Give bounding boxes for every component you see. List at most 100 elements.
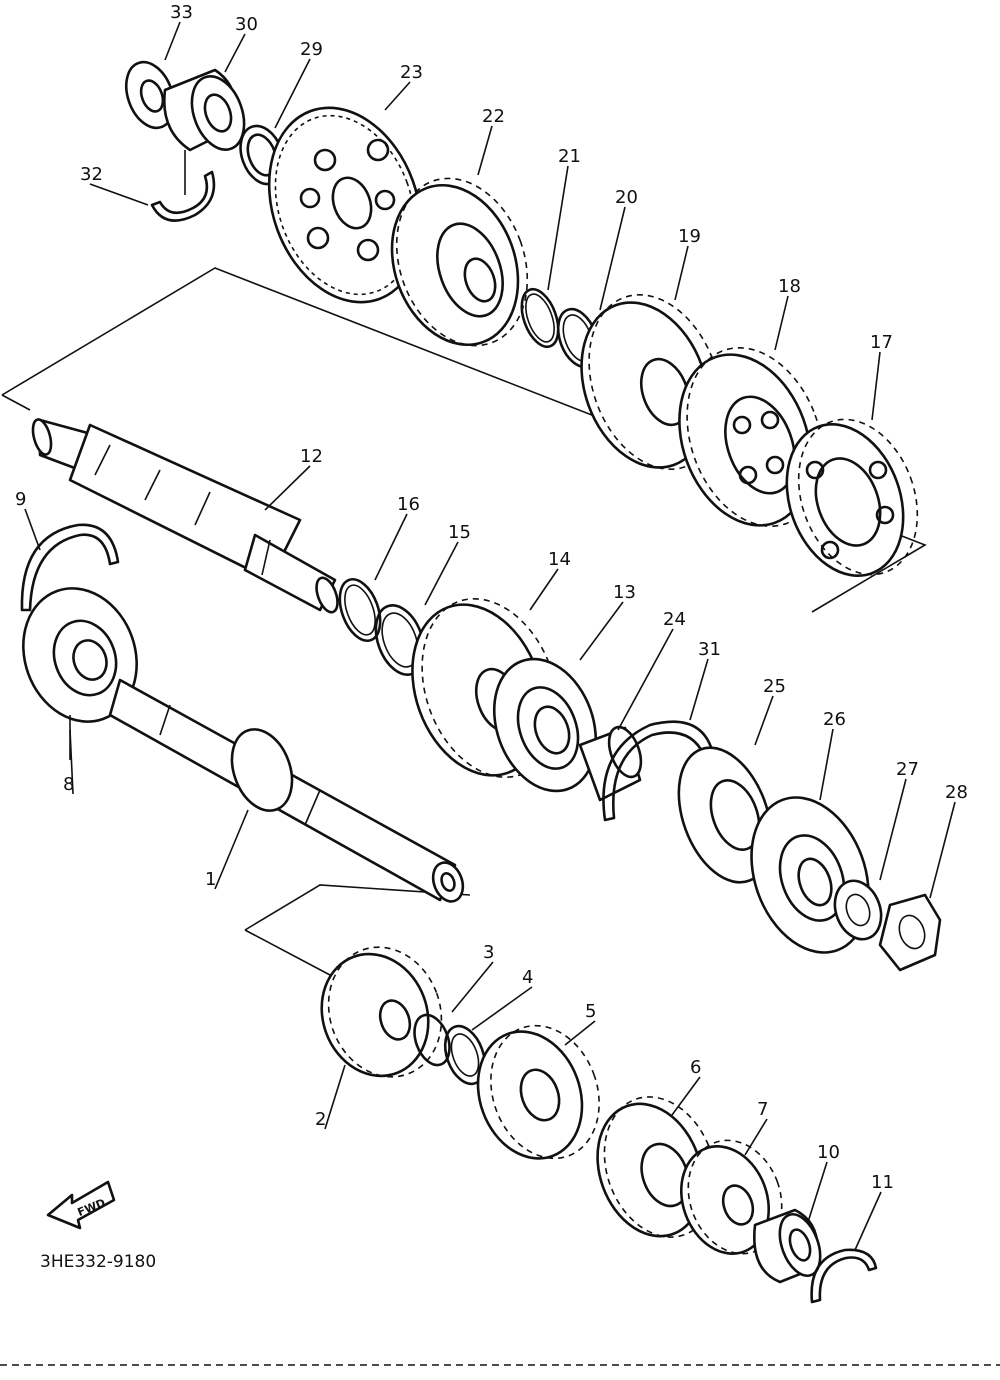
part-label-22: 22: [477, 106, 505, 176]
part-number: 8: [63, 774, 74, 795]
part-16-circlip: [338, 578, 382, 642]
part-number: 20: [615, 187, 638, 208]
part-30-bearing: [163, 68, 246, 152]
part-number: 5: [585, 1001, 596, 1022]
part-10-bearing: [753, 1208, 822, 1284]
part-number: 1: [205, 869, 216, 890]
small-gear-frame: [244, 884, 471, 976]
part-number: 11: [871, 1172, 894, 1193]
part-label-1: 1: [205, 809, 249, 890]
part-label-15: 15: [424, 522, 471, 606]
part-label-14: 14: [529, 549, 571, 611]
part-22-gear: [390, 177, 529, 347]
leader-line: [929, 801, 956, 899]
part-label-4: 4: [471, 967, 533, 1031]
part-label-27: 27: [879, 759, 919, 881]
part-number: 33: [170, 2, 193, 23]
leader-line: [579, 601, 624, 661]
part-number: 30: [235, 14, 258, 35]
part-number: 25: [763, 676, 786, 697]
leader-line: [224, 33, 246, 73]
part-number: 10: [817, 1142, 840, 1163]
part-number: 9: [15, 489, 26, 510]
part-label-29: 29: [274, 39, 323, 129]
part-number: 22: [482, 106, 505, 127]
leader-line: [274, 58, 311, 129]
part-number: 28: [945, 782, 968, 803]
part-11-half-ring: [810, 1248, 878, 1304]
leader-line: [564, 1020, 596, 1046]
leader-line: [617, 628, 674, 731]
leader-line: [264, 465, 311, 511]
leader-line: [24, 508, 41, 551]
part-label-16: 16: [374, 494, 420, 581]
part-number: 7: [757, 1099, 768, 1120]
part-number: 6: [690, 1057, 701, 1078]
part-number: 3: [483, 942, 494, 963]
part-number: 13: [613, 582, 636, 603]
part-25-seal: [677, 746, 773, 884]
part-23-gear: [267, 106, 423, 304]
leader-line: [374, 513, 408, 581]
part-label-10: 10: [807, 1142, 840, 1223]
part-label-11: 11: [854, 1172, 894, 1251]
drawing-code: 3HE332-9180: [40, 1252, 156, 1272]
part-label-7: 7: [744, 1099, 768, 1156]
part-1-countershaft: [108, 678, 465, 903]
leader-line: [674, 245, 689, 301]
part-label-19: 19: [674, 226, 701, 301]
part-label-28: 28: [929, 782, 968, 899]
part-label-18: 18: [774, 276, 801, 351]
part-label-9: 9: [15, 489, 41, 551]
main-axle-frame: [1, 267, 927, 613]
leader-line: [424, 541, 459, 606]
leader-line: [671, 1076, 701, 1116]
leader-line: [744, 1118, 768, 1156]
part-4-washer: [443, 1024, 487, 1086]
leader-line: [214, 809, 249, 890]
leader-line: [164, 21, 181, 61]
part-number: 29: [300, 39, 323, 60]
part-number: 17: [870, 332, 893, 353]
part-number: 26: [823, 709, 846, 730]
part-label-20: 20: [599, 187, 638, 311]
part-12-main-shaft: [31, 418, 339, 614]
part-27-lock-washer: [833, 879, 883, 941]
leader-line: [529, 568, 559, 611]
part-9-half-ring: [20, 523, 120, 612]
leader-line: [774, 295, 789, 351]
part-label-25: 25: [754, 676, 786, 746]
part-label-24: 24: [617, 609, 686, 731]
part-label-32: 32: [80, 164, 149, 206]
leader-line: [807, 1161, 828, 1223]
part-number: 12: [300, 446, 323, 467]
part-number: 32: [80, 164, 103, 185]
leader-line: [854, 1191, 882, 1251]
part-number: 2: [315, 1109, 326, 1130]
part-label-13: 13: [579, 582, 636, 661]
leader-line: [599, 206, 626, 311]
leader-line: [547, 165, 569, 291]
part-label-6: 6: [671, 1057, 701, 1116]
part-number: 24: [663, 609, 686, 630]
part-7-gear: [679, 1139, 783, 1255]
leader-line: [324, 1064, 346, 1130]
part-21-circlip: [520, 287, 560, 349]
part-number: 23: [400, 62, 423, 83]
part-2-gear: [320, 946, 443, 1078]
part-label-31: 31: [689, 639, 721, 721]
fwd-arrow-icon: FWD: [46, 1180, 116, 1230]
part-number: 18: [778, 276, 801, 297]
part-5-gear: [476, 1024, 600, 1160]
part-17-gear: [785, 418, 919, 577]
part-number: 4: [522, 967, 533, 988]
part-label-12: 12: [264, 446, 323, 511]
part-label-33: 33: [164, 2, 193, 61]
leader-line: [89, 183, 149, 206]
part-28-nut: [878, 893, 942, 972]
leader-line: [754, 695, 774, 746]
part-label-3: 3: [451, 942, 494, 1013]
